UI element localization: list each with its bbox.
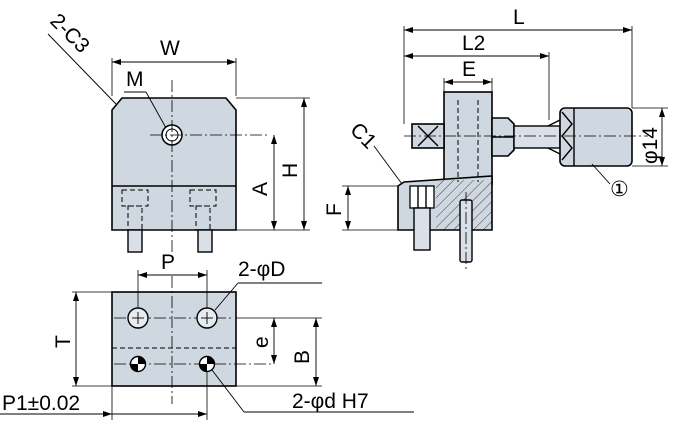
- label-chamfer-front: 2-C3: [45, 9, 93, 57]
- side-upper-block: [443, 91, 493, 185]
- label-hole-d: 2-φD: [238, 258, 285, 281]
- side-view: L L2 E C1 F φ14 ①: [323, 6, 668, 270]
- p1-arrow-right: [198, 411, 207, 417]
- h-arrow-bottom: [301, 221, 307, 230]
- side-knob-knurl: [561, 111, 573, 161]
- pin-d-leader: [211, 369, 245, 413]
- f-arrow-bottom: [345, 221, 351, 230]
- front-pin-right: [197, 229, 213, 253]
- marker-leader: [591, 163, 611, 185]
- label-width: W: [160, 37, 180, 60]
- hole-d-leader: [214, 282, 239, 311]
- l2-arrow-left: [404, 53, 413, 59]
- a-arrow-top: [271, 135, 277, 144]
- label-length: L: [513, 6, 525, 29]
- m-leader: [145, 91, 167, 129]
- c3-leader: [47, 33, 117, 105]
- top-block: [111, 291, 237, 387]
- l2-arrow-right: [540, 53, 549, 59]
- l-arrow-left: [404, 27, 413, 33]
- p-arrow-left: [138, 272, 147, 278]
- label-thickness: T: [52, 335, 75, 348]
- side-screw-shank: [413, 207, 431, 251]
- label-length-e: E: [462, 58, 476, 81]
- side-shaft-taper-top: [547, 119, 561, 127]
- front-view: W 2-C3 M H A: [45, 9, 310, 255]
- t-arrow-bottom: [73, 377, 79, 386]
- top-view: P 2-φD T e B P1±0.02 2-φd H7: [0, 251, 414, 420]
- p1-arrow-left: [103, 411, 112, 417]
- side-shaft-taper-bottom: [547, 147, 561, 155]
- w-arrow-right: [227, 59, 236, 65]
- b-arrow-top: [313, 318, 319, 327]
- w-arrow-left: [112, 59, 121, 65]
- d14-arrow-top: [659, 108, 665, 117]
- label-flange-f: F: [323, 203, 346, 216]
- pin-d-left-fill: [130, 356, 146, 372]
- label-pin-d: 2-φd H7: [292, 390, 369, 413]
- label-tap: M: [126, 68, 144, 91]
- e-side-arrow-left: [444, 79, 453, 85]
- pin-d-right-fill: [199, 356, 215, 372]
- label-pitch: P: [161, 251, 175, 274]
- b-arrow-bottom: [313, 377, 319, 386]
- side-shaft: [513, 125, 561, 149]
- label-height-a: A: [249, 182, 272, 196]
- label-height-total: H: [279, 163, 302, 178]
- label-tolerance-p1: P1±0.02: [2, 392, 80, 415]
- label-depth-b: B: [291, 350, 314, 364]
- front-pin-left: [127, 229, 143, 253]
- a-arrow-bottom: [271, 221, 277, 230]
- f-arrow-top: [345, 186, 351, 195]
- label-note-marker: ①: [610, 178, 629, 201]
- e-side-arrow-right: [483, 79, 492, 85]
- d14-arrow-bottom: [659, 157, 665, 166]
- label-length-l2: L2: [462, 32, 485, 55]
- side-knob: [559, 107, 633, 167]
- label-diameter: φ14: [639, 127, 662, 164]
- l-arrow-right: [623, 27, 632, 33]
- e-arrow-top: [271, 318, 277, 327]
- front-block: [111, 97, 237, 231]
- t-arrow-top: [73, 292, 79, 301]
- label-offset-e: e: [250, 336, 273, 348]
- p-arrow-right: [198, 272, 207, 278]
- h-arrow-top: [301, 98, 307, 107]
- side-socket-head: [409, 185, 435, 209]
- e-arrow-bottom: [271, 355, 277, 364]
- c1-leader: [373, 145, 403, 185]
